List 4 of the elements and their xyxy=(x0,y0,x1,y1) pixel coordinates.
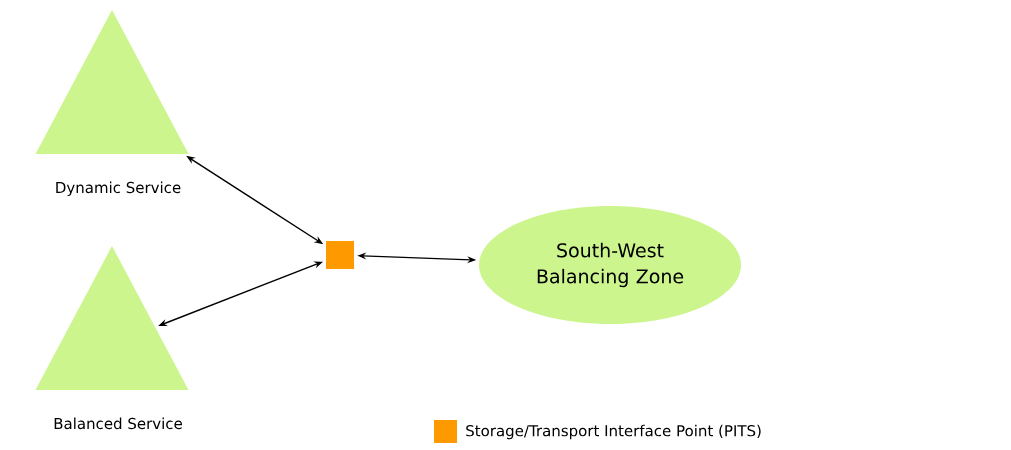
node-label: Balanced Service xyxy=(54,417,182,430)
legend-text: Storage/Transport Interface Point (PITS) xyxy=(466,424,761,440)
interface-point-square xyxy=(326,241,354,269)
node-label: Dynamic Service xyxy=(56,181,181,197)
